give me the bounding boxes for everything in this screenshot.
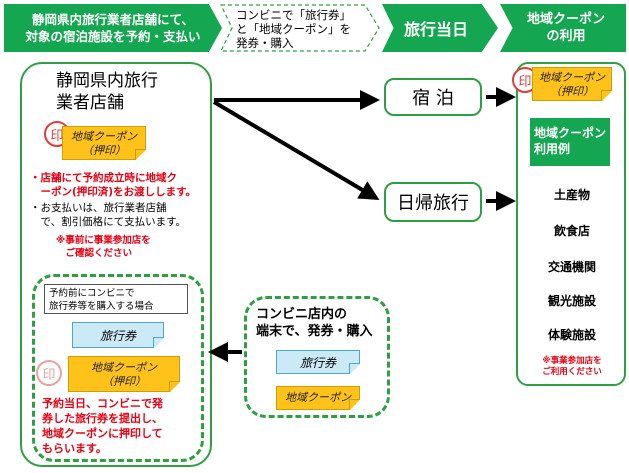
store-note-1: ・店舗にて予約成立時に地域ク ーポン(押印済)をお渡しします。 <box>30 172 197 198</box>
usage-item: 観光施設 <box>547 294 596 308</box>
header-step1-text: 静岡県内旅行業者店舗にて、 対象の宿泊施設を予約・支払い <box>25 12 201 44</box>
node-daytrip: 日帰旅行 <box>384 182 482 222</box>
convenience-case-label: 予約前にコンビニで 旅行券等を購入する場合 <box>44 284 188 314</box>
convenience-case-note: 予約当日、コンビニで発 券した旅行券を提出し、 地域クーポンに押印して もらいま… <box>42 397 163 455</box>
node-stay: 宿 泊 <box>384 78 482 116</box>
stamp-icon: 印 <box>44 121 70 147</box>
arrow-store-daytrip <box>212 100 380 201</box>
header-step4-text: 地域クーポン の利用 <box>526 12 605 44</box>
header-step2: コンビニで「旅行券」 と「地域クーポン」を 発券・購入 <box>236 8 351 50</box>
usage-item: 交通機関 <box>547 260 596 274</box>
usage-item: 体験施設 <box>547 328 596 342</box>
coupon-card: 地域クーポン （押印） <box>532 67 612 101</box>
header-step4: 地域クーポン の利用 <box>500 4 626 52</box>
convenience-terminal-title: コンビニ店内の 端末で、発券・購入 <box>256 307 373 339</box>
header-step2-outline <box>220 4 380 52</box>
convenience-terminal-ticket: 旅行券 <box>276 350 360 374</box>
stamp-icon: 印 <box>36 360 62 386</box>
header-step3-text: 旅行当日 <box>403 20 468 39</box>
store-note-3: ※事前に事業参加店を ご確認ください <box>56 235 151 259</box>
store-title: 静岡県内旅行 業者店舗 <box>56 71 158 113</box>
usage-panel <box>516 62 626 386</box>
coupon-card: 地域クーポン （押印） <box>68 356 180 392</box>
usage-note: ※事業参加店を ご利用ください <box>542 356 602 377</box>
store-note-2: ・お支払いは、旅行業者店舗 で、割引価格にて支払います。 <box>30 202 187 228</box>
header-step3: 旅行当日 <box>382 4 498 52</box>
convenience-terminal-coupon: 地域クーポン <box>276 386 360 410</box>
coupon-card: 地域クーポン （押印） <box>62 126 146 160</box>
usage-item: 土産物 <box>553 188 590 202</box>
header-step1: 静岡県内旅行業者店舗にて、 対象の宿泊施設を予約・支払い <box>4 4 222 52</box>
usage-item: 飲食店 <box>553 224 590 238</box>
usage-examples-title: 地域クーポン 利用例 <box>530 118 610 166</box>
convenience-case-ticket: 旅行券 <box>72 322 164 348</box>
